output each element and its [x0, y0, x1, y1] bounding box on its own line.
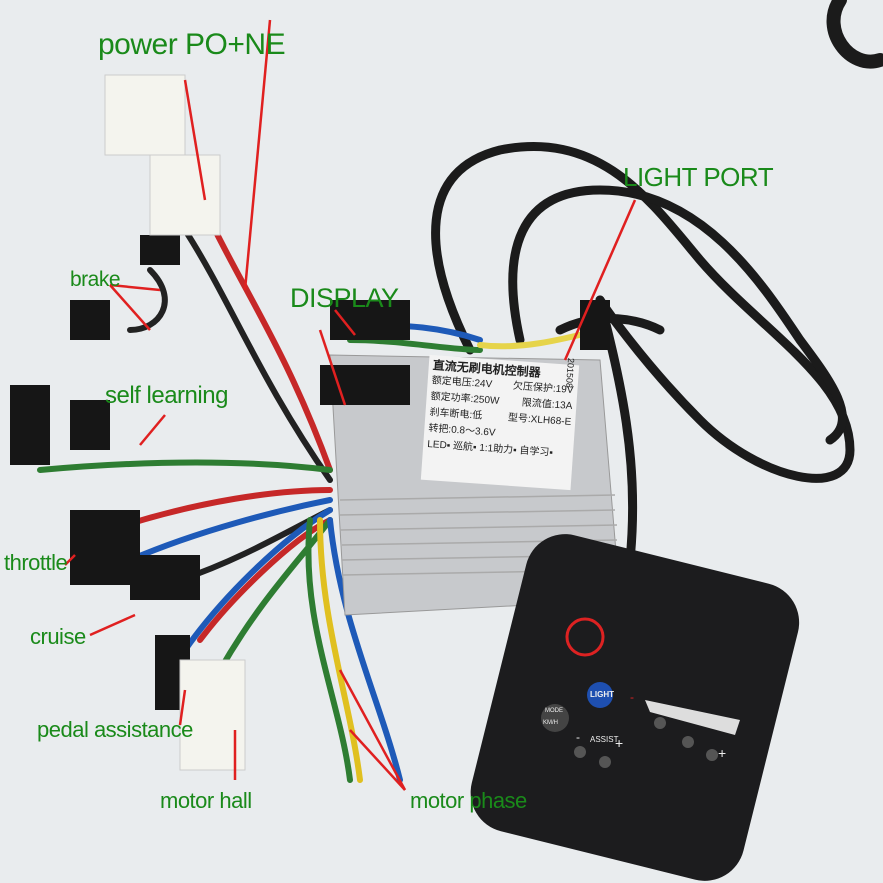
label-display: DISPLAY	[290, 283, 399, 313]
plate-lot-number: 201508	[563, 357, 577, 389]
label-light-port: LIGHT PORT	[623, 162, 774, 192]
label-self-learning: self learning	[105, 382, 228, 409]
label-brake: brake	[70, 268, 121, 291]
label-power: power PO+NE	[98, 28, 286, 61]
level-minus-label: -	[630, 690, 634, 704]
assist-plus-button[interactable]: +	[615, 735, 624, 751]
light-button[interactable]: LIGHT	[590, 690, 614, 699]
label-motor-hall: motor hall	[160, 788, 252, 813]
label-motor-phase: motor phase	[410, 788, 527, 813]
mode-button[interactable]: MODE	[545, 708, 563, 714]
assist-minus-button[interactable]: -	[576, 730, 580, 744]
kmh-label: KM/H	[543, 720, 558, 726]
assist-label: ASSIST	[590, 735, 619, 744]
label-pedal-assistance: pedal assistance	[37, 717, 193, 742]
level-plus-label: +	[718, 745, 727, 761]
label-throttle: throttle	[4, 550, 68, 575]
label-cruise: cruise	[30, 624, 86, 649]
